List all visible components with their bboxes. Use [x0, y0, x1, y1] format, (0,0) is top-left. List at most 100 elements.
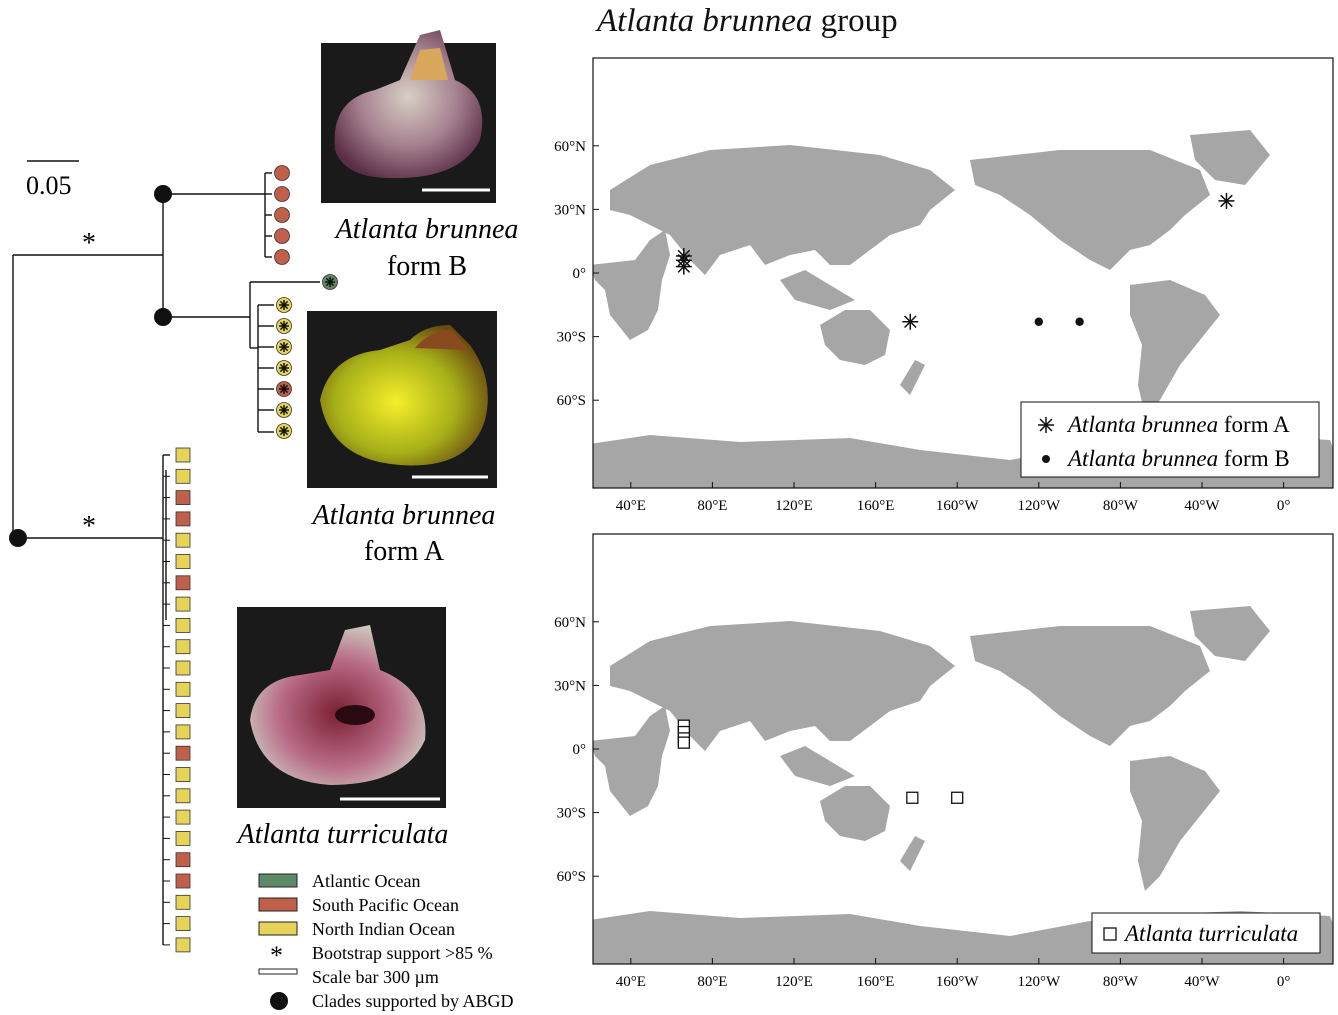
lat-tick-label: 30°S	[557, 806, 586, 822]
legend-swatch-atlantic	[258, 873, 298, 888]
legend-swatch-south-pacific	[258, 897, 298, 912]
tip-marker-turriculata	[175, 831, 191, 846]
tip-marker-form-b	[274, 228, 290, 244]
legend-abgd: Clades supported by ABGD	[312, 991, 514, 1011]
tip-marker-turriculata	[175, 745, 191, 761]
lon-tick-label: 120°E	[775, 974, 813, 990]
point-turriculata	[677, 736, 690, 749]
abgd-node-root	[9, 529, 27, 547]
tip-marker-turriculata	[175, 916, 191, 931]
lon-tick-label: 120°W	[1017, 974, 1060, 990]
lat-tick-label: 60°S	[557, 393, 586, 409]
lat-tick-label: 0°	[573, 742, 587, 758]
point-form-a	[1218, 192, 1235, 209]
lon-tick-label: 160°E	[857, 974, 895, 990]
svg-text:Atlanta brunnea form A: Atlanta brunnea form A	[1066, 412, 1290, 437]
tip-marker-form-b	[274, 165, 290, 181]
bootstrap-asterisk-turriculata: *	[82, 511, 96, 542]
tree-scale-label: 0.05	[26, 171, 72, 200]
legend-bootstrap: Bootstrap support >85 %	[312, 943, 493, 963]
tree-legend: Atlantic Ocean South Pacific Ocean North…	[258, 871, 514, 1011]
legend-scale-bar-symbol	[258, 968, 298, 975]
label-form-b-name: Atlanta brunnea	[334, 214, 519, 245]
lat-tick-label: 60°S	[557, 869, 586, 885]
tip-marker-turriculata	[175, 852, 191, 868]
tip-marker-turriculata	[175, 767, 191, 782]
lon-tick-label: 40°E	[616, 498, 646, 514]
shell-image-turriculata	[250, 625, 426, 785]
point-form-b	[1075, 317, 1084, 326]
legend-turriculata-name: Atlanta turriculata	[1123, 921, 1298, 946]
phylogenetic-tree	[12, 160, 320, 945]
lon-tick-label: 80°W	[1103, 498, 1139, 514]
lon-tick-label: 120°E	[775, 498, 813, 514]
lat-tick-label: 30°N	[554, 202, 586, 218]
tip-marker-turriculata	[175, 873, 191, 889]
lon-tick-label: 40°W	[1184, 498, 1220, 514]
tip-marker-turriculata	[175, 724, 191, 740]
lon-tick-label: 80°E	[697, 974, 727, 990]
map-bottom-legend-box	[1091, 912, 1321, 954]
lat-tick-label: 30°N	[554, 678, 586, 694]
abgd-node-form-b	[154, 185, 172, 203]
tip-asterisk-form-a	[279, 363, 289, 373]
tip-marker-turriculata	[175, 703, 191, 718]
lat-tick-label: 60°N	[554, 615, 586, 631]
tip-marker-turriculata	[175, 937, 191, 953]
tip-marker-turriculata	[175, 788, 191, 804]
lon-tick-label: 160°W	[936, 974, 979, 990]
tip-marker-turriculata	[175, 532, 191, 548]
legend-form-a-name: Atlanta brunnea	[1066, 412, 1218, 437]
tip-marker-turriculata	[175, 894, 191, 910]
tip-marker-form-b	[274, 186, 290, 202]
tip-asterisk-form-a	[279, 300, 289, 310]
lat-tick-label: 30°S	[557, 330, 586, 346]
map-bottom-land	[593, 606, 1333, 964]
lon-tick-label: 80°E	[697, 498, 727, 514]
tip-asterisk-form-a	[279, 384, 289, 394]
legend-form-b-name: Atlanta brunnea	[1066, 446, 1218, 471]
legend-south-pacific: South Pacific Ocean	[312, 895, 459, 915]
tip-marker-turriculata	[175, 596, 191, 612]
legend-turriculata-symbol	[1103, 927, 1117, 941]
map-top-points	[675, 192, 1235, 330]
lon-tick-label: 160°W	[936, 498, 979, 514]
label-form-b-qualifier: form B	[387, 251, 467, 282]
shell-image-form-a	[320, 325, 488, 466]
map-top-legend-box	[1020, 401, 1320, 478]
figure-title: Atlanta brunnea group	[597, 3, 898, 39]
lon-tick-label: 80°W	[1103, 974, 1139, 990]
point-form-b	[1034, 317, 1044, 326]
tip-marker-turriculata	[175, 660, 191, 676]
svg-text:Atlanta brunnea form B: Atlanta brunnea form B	[1066, 446, 1290, 471]
tip-marker-turriculata	[175, 468, 191, 484]
tip-marker-turriculata	[175, 554, 191, 569]
tip-asterisk-form-a	[279, 405, 289, 415]
legend-form-b-qualifier: form B	[1218, 446, 1290, 471]
label-turriculata-name: Atlanta turriculata	[236, 819, 449, 850]
tip-marker-turriculata	[175, 809, 191, 825]
lon-tick-label: 0°	[1277, 498, 1291, 514]
tip-asterisk-form-a	[325, 277, 335, 287]
legend-scale-bar: Scale bar 300 µm	[312, 967, 439, 987]
tip-marker-turriculata	[175, 681, 191, 697]
lon-tick-label: 40°W	[1184, 974, 1220, 990]
lon-tick-label: 160°E	[857, 498, 895, 514]
legend-swatch-north-indian	[258, 921, 298, 936]
point-turriculata	[951, 791, 964, 804]
legend-atlantic: Atlantic Ocean	[312, 871, 420, 891]
label-form-a-qualifier: form A	[364, 536, 445, 567]
tree-tip-markers	[163, 165, 338, 953]
shell-image-form-b	[334, 30, 483, 179]
tip-marker-turriculata	[175, 490, 191, 506]
lat-tick-label: 60°N	[554, 139, 586, 155]
point-turriculata	[906, 791, 919, 804]
photo-form-a	[307, 311, 497, 488]
lon-tick-label: 0°	[1277, 974, 1291, 990]
photo-turriculata	[237, 607, 446, 808]
map-top-legend: Atlanta brunnea form A Atlanta brunnea f…	[1038, 412, 1290, 471]
tip-marker-turriculata	[175, 639, 191, 655]
photo-form-b	[321, 30, 496, 203]
